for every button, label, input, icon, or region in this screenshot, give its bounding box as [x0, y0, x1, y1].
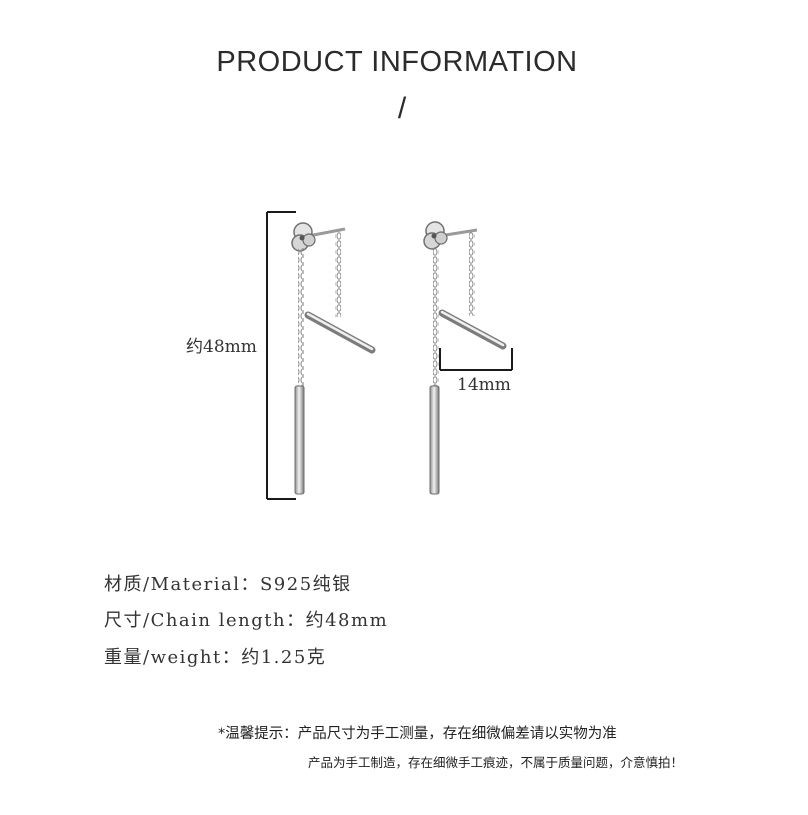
measurement-note: *温馨提示：产品尺寸为手工测量，存在细微偏差请以实物为准 [218, 726, 617, 742]
spec-material: 材质/Material：S925纯银 [104, 570, 352, 596]
left-earring [291, 222, 376, 495]
left-short-chain [335, 231, 341, 317]
right-vertical-bar [429, 385, 440, 495]
spec-material-value: S925纯银 [259, 574, 352, 595]
right-short-chain [469, 232, 475, 316]
width-dimension-label: 14mm [457, 375, 511, 395]
left-long-chain [298, 248, 304, 388]
spec-chain-length-value: 约48mm [305, 610, 389, 631]
spec-chain-length-label: 尺寸/Chain length： [104, 610, 306, 631]
spec-weight-value: 约1.25克 [241, 647, 327, 668]
length-dimension-bracket [266, 211, 296, 500]
left-earring-back [291, 222, 316, 252]
spec-weight-label: 重量/weight： [104, 647, 242, 668]
width-dimension-bracket [439, 348, 513, 371]
length-dimension-label: 约48mm [186, 337, 257, 357]
spec-material-label: 材质/Material： [104, 574, 260, 595]
page-title: PRODUCT INFORMATION [216, 46, 578, 78]
handmade-note: 产品为手工制造，存在细微手工痕迹，不属于质量问题，介意慎拍！ [308, 755, 684, 770]
right-long-chain [433, 247, 439, 387]
title-separator: / [397, 92, 407, 125]
right-earring [423, 221, 507, 495]
spec-chain-length: 尺寸/Chain length：约48mm [104, 606, 388, 632]
right-earring-back [423, 221, 448, 250]
spec-weight: 重量/weight：约1.25克 [104, 643, 326, 669]
left-vertical-bar [294, 385, 305, 495]
